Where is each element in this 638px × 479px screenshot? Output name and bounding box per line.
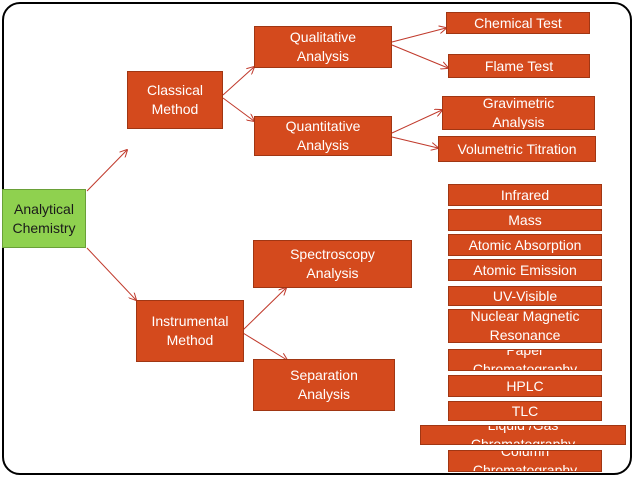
arrow-qualitative-flame bbox=[391, 44, 448, 68]
node-nmr: Nuclear Magnetic Resonance bbox=[448, 309, 602, 343]
arrow-classical-quantitative bbox=[222, 97, 254, 121]
arrow-root-classical bbox=[86, 150, 127, 192]
node-atomic-emission: Atomic Emission bbox=[448, 259, 602, 281]
node-quantitative-analysis: Quantitative Analysis bbox=[254, 116, 392, 156]
node-analytical-chemistry: Analytical Chemistry bbox=[2, 189, 86, 248]
arrow-qualitative-chemical bbox=[391, 28, 446, 43]
node-qualitative-analysis: Qualitative Analysis bbox=[254, 26, 392, 68]
node-uv-visible: UV-Visible bbox=[448, 286, 602, 306]
node-instrumental-method: Instrumental Method bbox=[136, 300, 244, 362]
node-spectroscopy-analysis: Spectroscopy Analysis bbox=[253, 240, 412, 288]
node-atomic-absorption: Atomic Absorption bbox=[448, 234, 602, 256]
node-column-chromatography: Column Chromatography bbox=[448, 450, 602, 472]
node-gravimetric-analysis: Gravimetric Analysis bbox=[442, 96, 595, 130]
arrow-classical-qualitative bbox=[222, 67, 254, 96]
node-paper-chromatography: Paper Chromatography bbox=[448, 349, 602, 371]
arrow-quantitative-gravimetric bbox=[391, 110, 442, 134]
arrow-quantitative-volumetric bbox=[391, 136, 438, 148]
arrow-instrumental-separation bbox=[242, 332, 287, 360]
node-separation-analysis: Separation Analysis bbox=[253, 359, 395, 411]
node-infrared: Infrared bbox=[448, 184, 602, 206]
node-tlc: TLC bbox=[448, 401, 602, 421]
arrow-root-instrumental bbox=[86, 247, 136, 300]
node-flame-test: Flame Test bbox=[448, 54, 590, 78]
node-hplc: HPLC bbox=[448, 375, 602, 397]
node-mass: Mass bbox=[448, 209, 602, 231]
node-chemical-test: Chemical Test bbox=[446, 12, 590, 34]
node-classical-method: Classical Method bbox=[127, 71, 223, 129]
node-liquid-gas-chromatography: Liquid /Gas Chromatography bbox=[420, 425, 626, 445]
arrow-instrumental-spectroscopy bbox=[242, 288, 286, 331]
node-volumetric-titration: Volumetric Titration bbox=[438, 136, 596, 162]
